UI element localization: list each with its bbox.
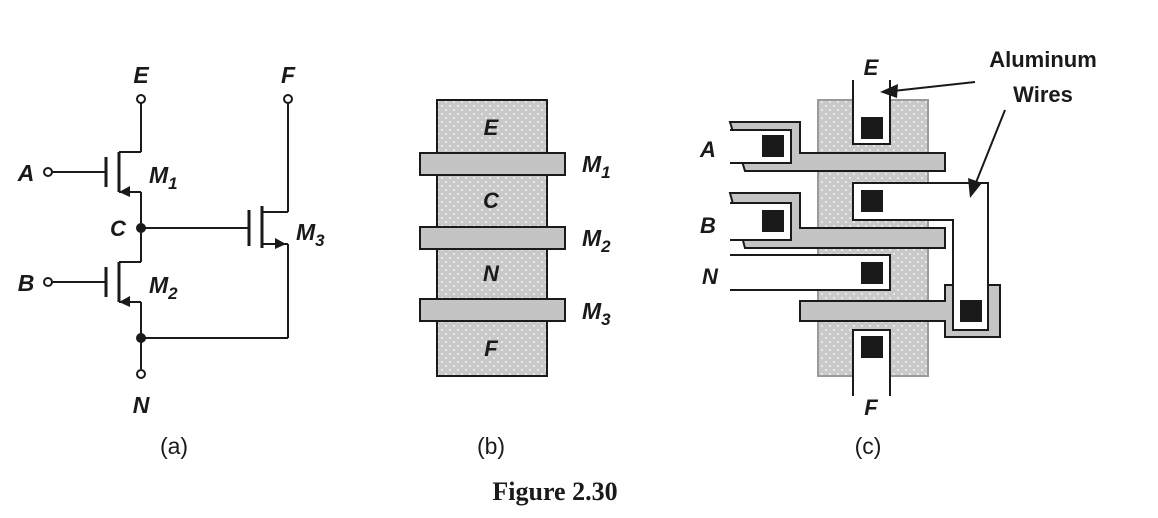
contact-a [762, 135, 784, 157]
label-c-e: E [864, 55, 880, 80]
label-n: N [133, 392, 150, 418]
terminal-e-node [136, 94, 146, 104]
label-m3: M3 [296, 219, 325, 250]
annotation-wires: Wires [1013, 82, 1073, 107]
label-c-f: F [864, 395, 878, 420]
gate-label-m3: M3 [582, 298, 611, 329]
region-label-e: E [484, 115, 500, 140]
label-c: C [110, 216, 127, 241]
region-label-c: C [483, 188, 500, 213]
label-a: A [17, 160, 35, 186]
terminal-n-node [136, 369, 146, 379]
annotation-aluminum: Aluminum [989, 47, 1097, 72]
contact-b [762, 210, 784, 232]
gate-label-m1: M1 [582, 151, 611, 182]
caption-a: (a) [160, 433, 188, 459]
poly-gate-m2 [419, 226, 566, 250]
contact-c [861, 190, 883, 212]
terminal-f-node [283, 94, 293, 104]
poly-gate-m3-c [799, 284, 1001, 338]
caption-b: (b) [477, 433, 505, 459]
contact-m3-gate [960, 300, 982, 322]
arrow-line-c [974, 109, 1006, 186]
label-c-a: A [699, 137, 716, 162]
contact-n [861, 262, 883, 284]
label-f: F [281, 62, 296, 88]
region-label-f: F [484, 336, 498, 361]
figure-caption: Figure 2.30 [492, 477, 617, 506]
region-label-n: N [483, 261, 500, 286]
label-m2: M2 [149, 272, 178, 303]
wire-c [852, 182, 989, 331]
panel-b-layout: E C N F M1 M2 M3 (b) [419, 99, 611, 459]
label-m1: M1 [149, 162, 178, 193]
poly-gate-m3 [419, 298, 566, 322]
contact-e [861, 117, 883, 139]
arrow-head-e [880, 84, 898, 98]
wire-n [730, 254, 891, 291]
panel-c-layout: E F A B N Aluminum Wires (c) [699, 47, 1097, 459]
label-c-n: N [702, 264, 719, 289]
contact-f [861, 336, 883, 358]
arrow-head-c [968, 178, 982, 198]
arrow-line-e [892, 81, 976, 92]
poly-gate-m1 [419, 152, 566, 176]
caption-c: (c) [855, 433, 882, 459]
transistor-m3 [247, 206, 288, 249]
gate-label-m2: M2 [582, 225, 611, 256]
label-b: B [18, 270, 35, 296]
transistor-m1 [43, 151, 141, 197]
panel-a-schematic: E F A B C N M1 M2 M3 (a) [17, 62, 325, 459]
label-c-b: B [700, 213, 716, 238]
label-e: E [133, 62, 149, 88]
transistor-m2 [43, 261, 141, 307]
